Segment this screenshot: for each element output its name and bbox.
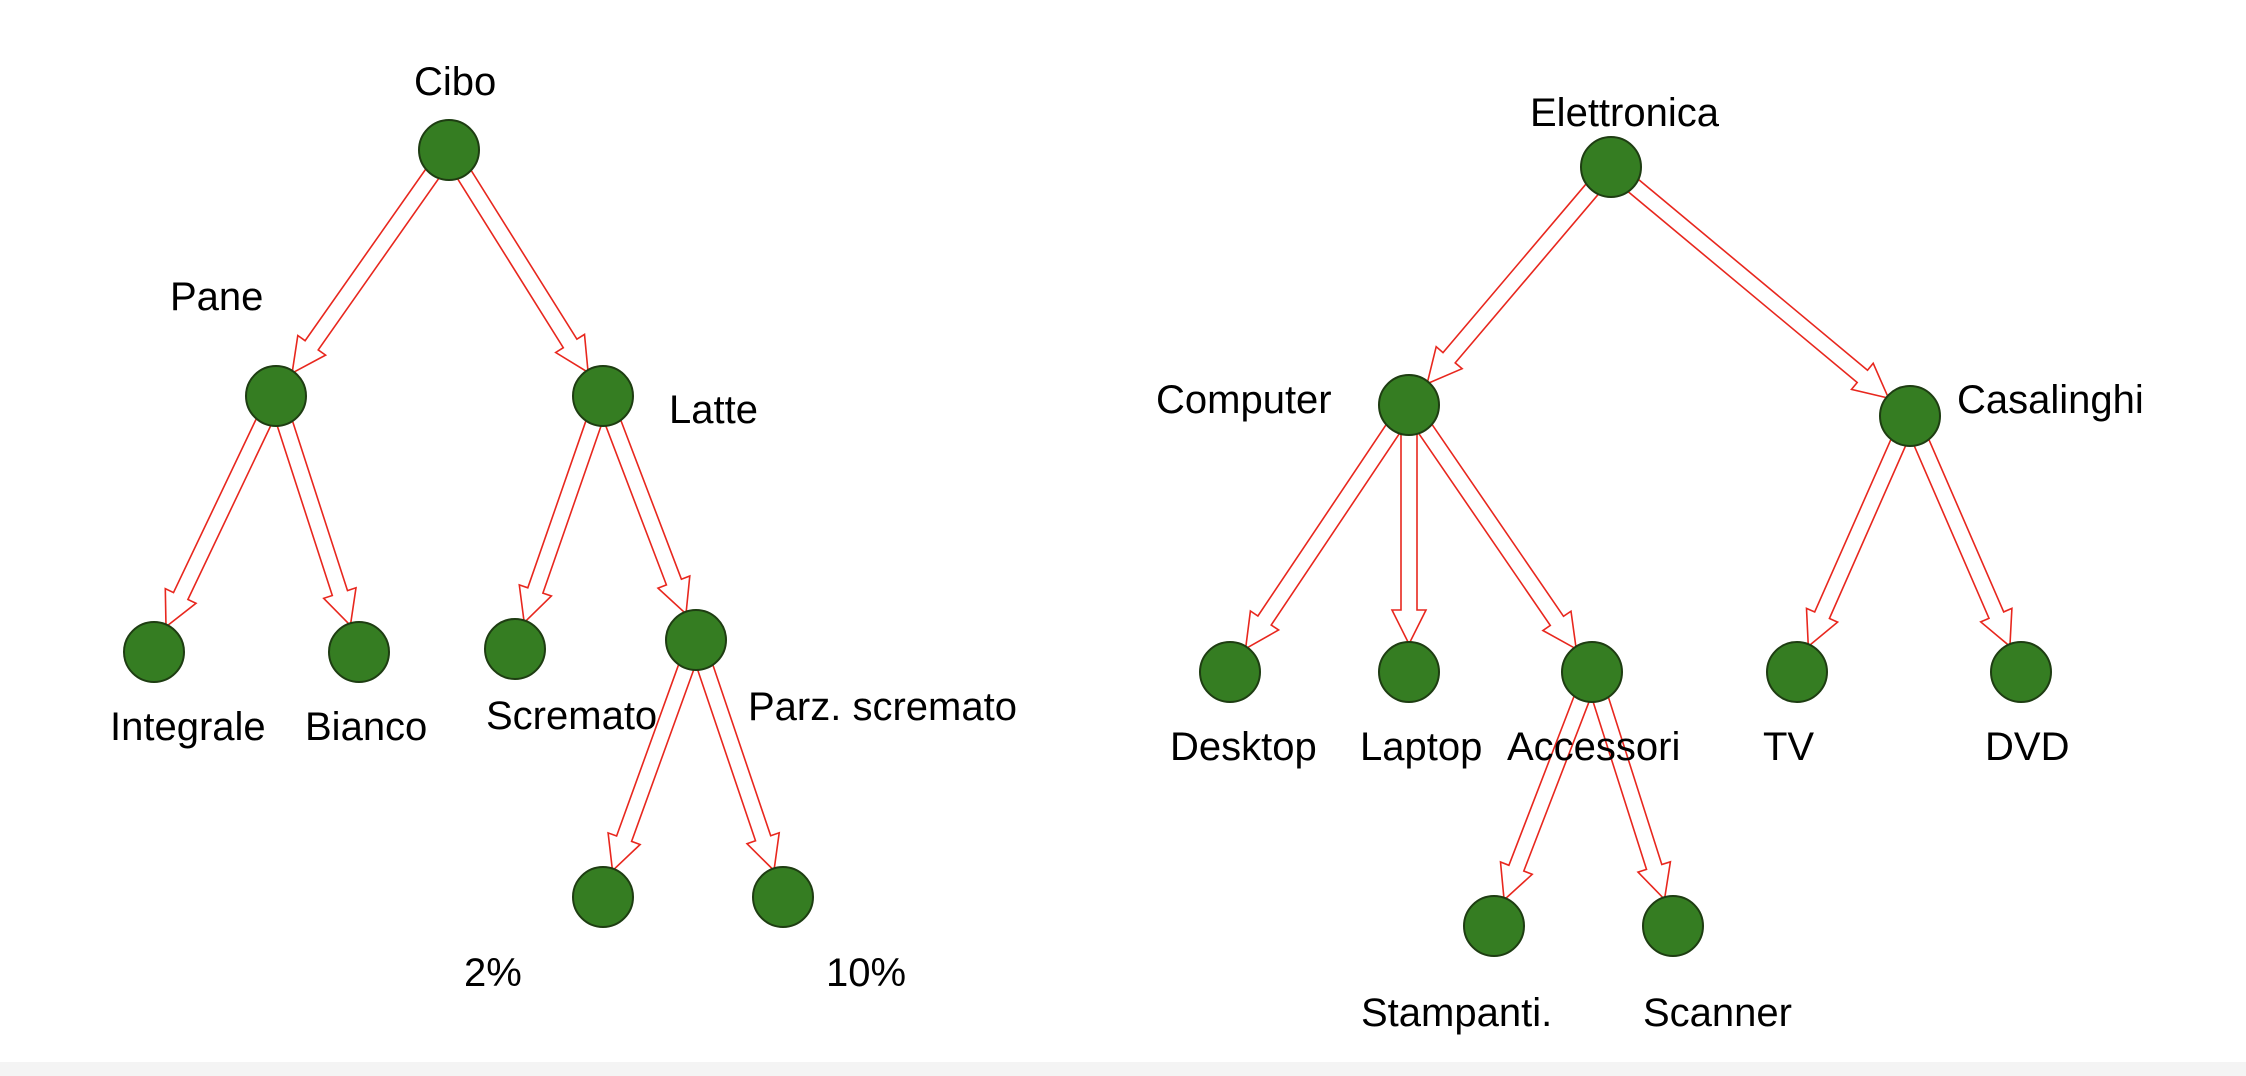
label-pane: Pane (170, 275, 263, 319)
node-p10 (752, 866, 814, 928)
label-parz-scremato: Parz. scremato (748, 685, 1017, 729)
node-scanner (1642, 895, 1704, 957)
label-elettronica: Elettronica (1530, 91, 1720, 135)
edge-arrow-cibo-latte (442, 146, 590, 374)
node-latte (572, 365, 634, 427)
label-accessori: Accessori (1507, 725, 1680, 769)
edge-arrow-accessori-stampanti (1499, 669, 1600, 902)
label-latte: Latte (669, 388, 758, 432)
edge-arrow-pane-bianco (267, 394, 357, 628)
edge-arrow-parz-p2 (607, 638, 704, 873)
node-parz (665, 609, 727, 671)
node-desktop (1199, 641, 1261, 703)
node-computer (1378, 374, 1440, 436)
label-casalinghi: Casalinghi (1957, 378, 2144, 422)
node-tv (1766, 641, 1828, 703)
label-stampanti: Stampanti. (1361, 991, 1552, 1035)
node-scremato (484, 618, 546, 680)
edge-arrow-computer-accessori (1402, 400, 1578, 651)
label-bianco: Bianco (305, 705, 427, 749)
node-stampanti (1463, 895, 1525, 957)
label-desktop: Desktop (1170, 725, 1317, 769)
edge-arrow-computer-laptop (1390, 406, 1428, 646)
edge-arrow-cibo-pane (291, 145, 456, 375)
label-2-percent: 2% (464, 951, 522, 995)
node-laptop (1378, 641, 1440, 703)
edge-arrow-elettronica-casalinghi (1606, 160, 1890, 400)
edges-layer (164, 145, 2013, 902)
edge-arrow-pane-integrale (164, 393, 284, 629)
nodes-layer (123, 119, 2052, 957)
edge-arrow-elettronica-computer (1425, 162, 1617, 386)
edge-arrow-computer-desktop (1244, 401, 1416, 651)
label-cibo: Cibo (414, 60, 496, 104)
edge-arrow-latte-scremato (518, 394, 611, 625)
node-bianco (328, 621, 390, 683)
label-integrale: Integrale (110, 705, 266, 749)
node-casalinghi (1879, 385, 1941, 447)
bottom-strip (0, 1062, 2246, 1076)
edge-arrow-parz-p10 (688, 638, 781, 873)
edge-arrow-accessori-scanner (1583, 670, 1672, 902)
node-pane (245, 365, 307, 427)
label-laptop: Laptop (1360, 725, 1482, 769)
label-scanner: Scanner (1643, 991, 1792, 1035)
node-accessori (1561, 641, 1623, 703)
label-scremato: Scremato (486, 694, 657, 738)
label-tv: TV (1763, 725, 1814, 769)
label-dvd: DVD (1985, 725, 2069, 769)
edge-arrow-casalinghi-dvd (1902, 413, 2013, 648)
label-10-percent: 10% (826, 951, 906, 995)
node-integrale (123, 621, 185, 683)
node-cibo (418, 119, 480, 181)
edge-arrow-latte-parz (595, 393, 691, 616)
edge-arrow-casalinghi-tv (1805, 413, 1918, 649)
node-dvd (1990, 641, 2052, 703)
label-computer: Computer (1156, 378, 1332, 422)
node-p2 (572, 866, 634, 928)
node-elettronica (1580, 136, 1642, 198)
labels-layer: Cibo Pane Latte Integrale Bianco Scremat… (110, 60, 2144, 1035)
